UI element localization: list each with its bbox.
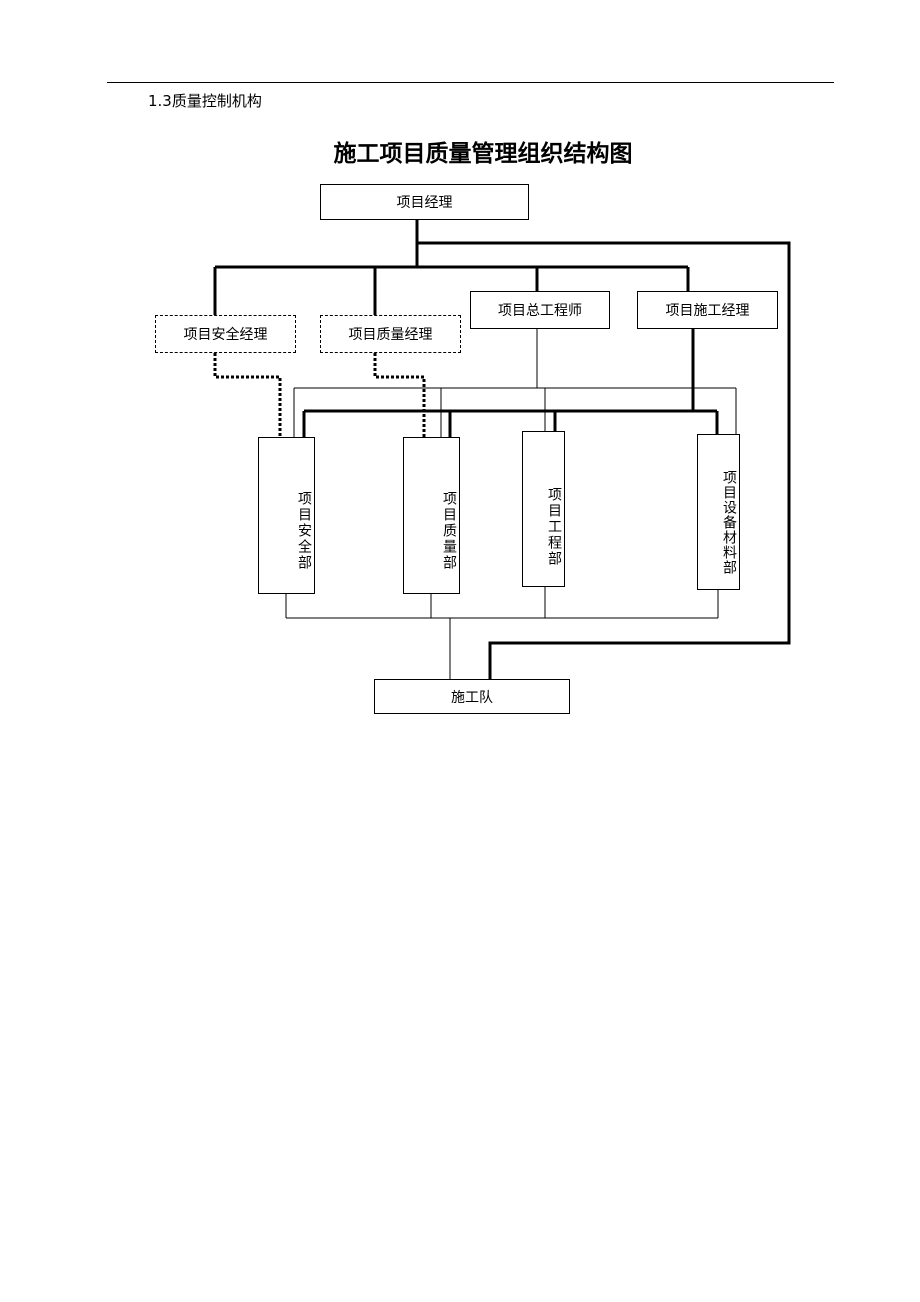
section-heading: 1.3质量控制机构 xyxy=(148,92,262,110)
node-construction-team: 施工队 xyxy=(374,679,570,714)
pm-to-team-loop xyxy=(417,241,791,679)
quality-dotted xyxy=(373,353,426,437)
node-quality-dept: 项目质量部 xyxy=(403,437,460,594)
safety-dotted xyxy=(213,353,282,437)
node-project-manager: 项目经理 xyxy=(320,184,529,220)
node-engineering-dept: 项目工程部 xyxy=(522,431,565,587)
node-chief-engineer: 项目总工程师 xyxy=(470,291,610,329)
header-rule xyxy=(107,82,834,83)
node-construction-manager: 项目施工经理 xyxy=(637,291,778,329)
diagram-title: 施工项目质量管理组织结构图 xyxy=(333,141,633,167)
node-equipment-dept: 项目设备材料部 xyxy=(697,434,740,590)
node-quality-manager: 项目质量经理 xyxy=(320,315,461,353)
node-safety-manager: 项目安全经理 xyxy=(155,315,296,353)
node-safety-dept: 项目安全部 xyxy=(258,437,315,594)
